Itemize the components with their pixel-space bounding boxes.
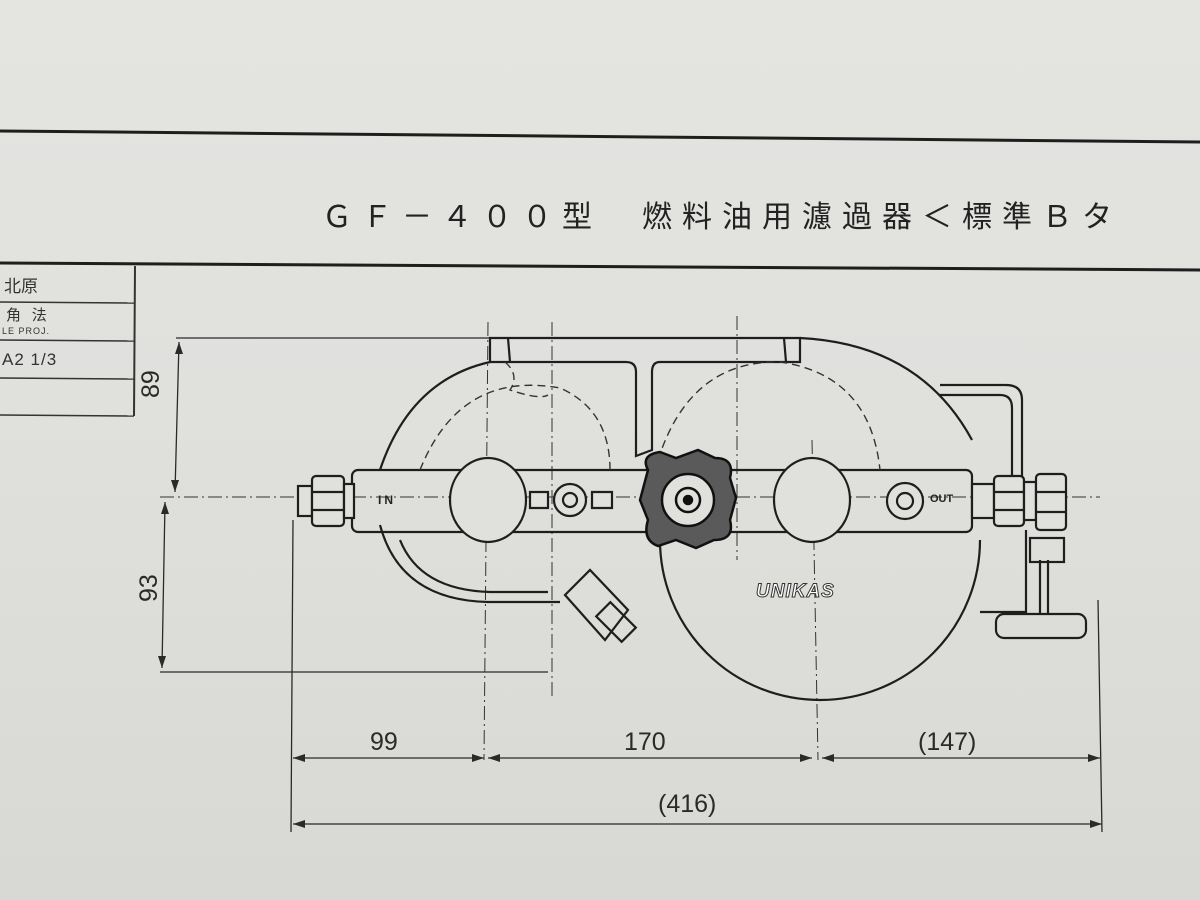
inlet-fitting <box>296 474 356 528</box>
dimension-lines <box>160 337 1103 833</box>
center-lines <box>160 316 1100 761</box>
hidden-lines <box>419 361 881 471</box>
outlet-label: OUT <box>930 493 954 505</box>
title-block-projection: 角 法 <box>6 306 50 324</box>
sheet-border <box>0 129 1200 272</box>
title-block-sheet-size: A2 1/3 <box>2 350 58 369</box>
dimension-93: 93 <box>135 574 163 602</box>
dimension-170: 170 <box>624 728 666 756</box>
title-block <box>0 265 136 417</box>
title-block-projection-en: LE PROJ. <box>2 326 51 336</box>
title-block-maker: 北原 <box>4 277 38 297</box>
body-ports <box>448 456 925 544</box>
dimension-89: 89 <box>137 370 165 398</box>
dimension-416: (416) <box>658 790 717 818</box>
drawing-title: ＧＦ－４００型 燃料油用濾過器＜標準Ｂタ <box>322 200 1122 235</box>
dimension-99: 99 <box>370 728 398 756</box>
dimension-147: (147) <box>918 728 977 756</box>
outlet-fitting <box>970 472 1068 532</box>
valve-handwheel <box>638 448 738 550</box>
brand-logo: UNIKAS <box>756 581 835 603</box>
inlet-label: IN <box>378 493 396 507</box>
dimension-arrows <box>158 342 1102 828</box>
